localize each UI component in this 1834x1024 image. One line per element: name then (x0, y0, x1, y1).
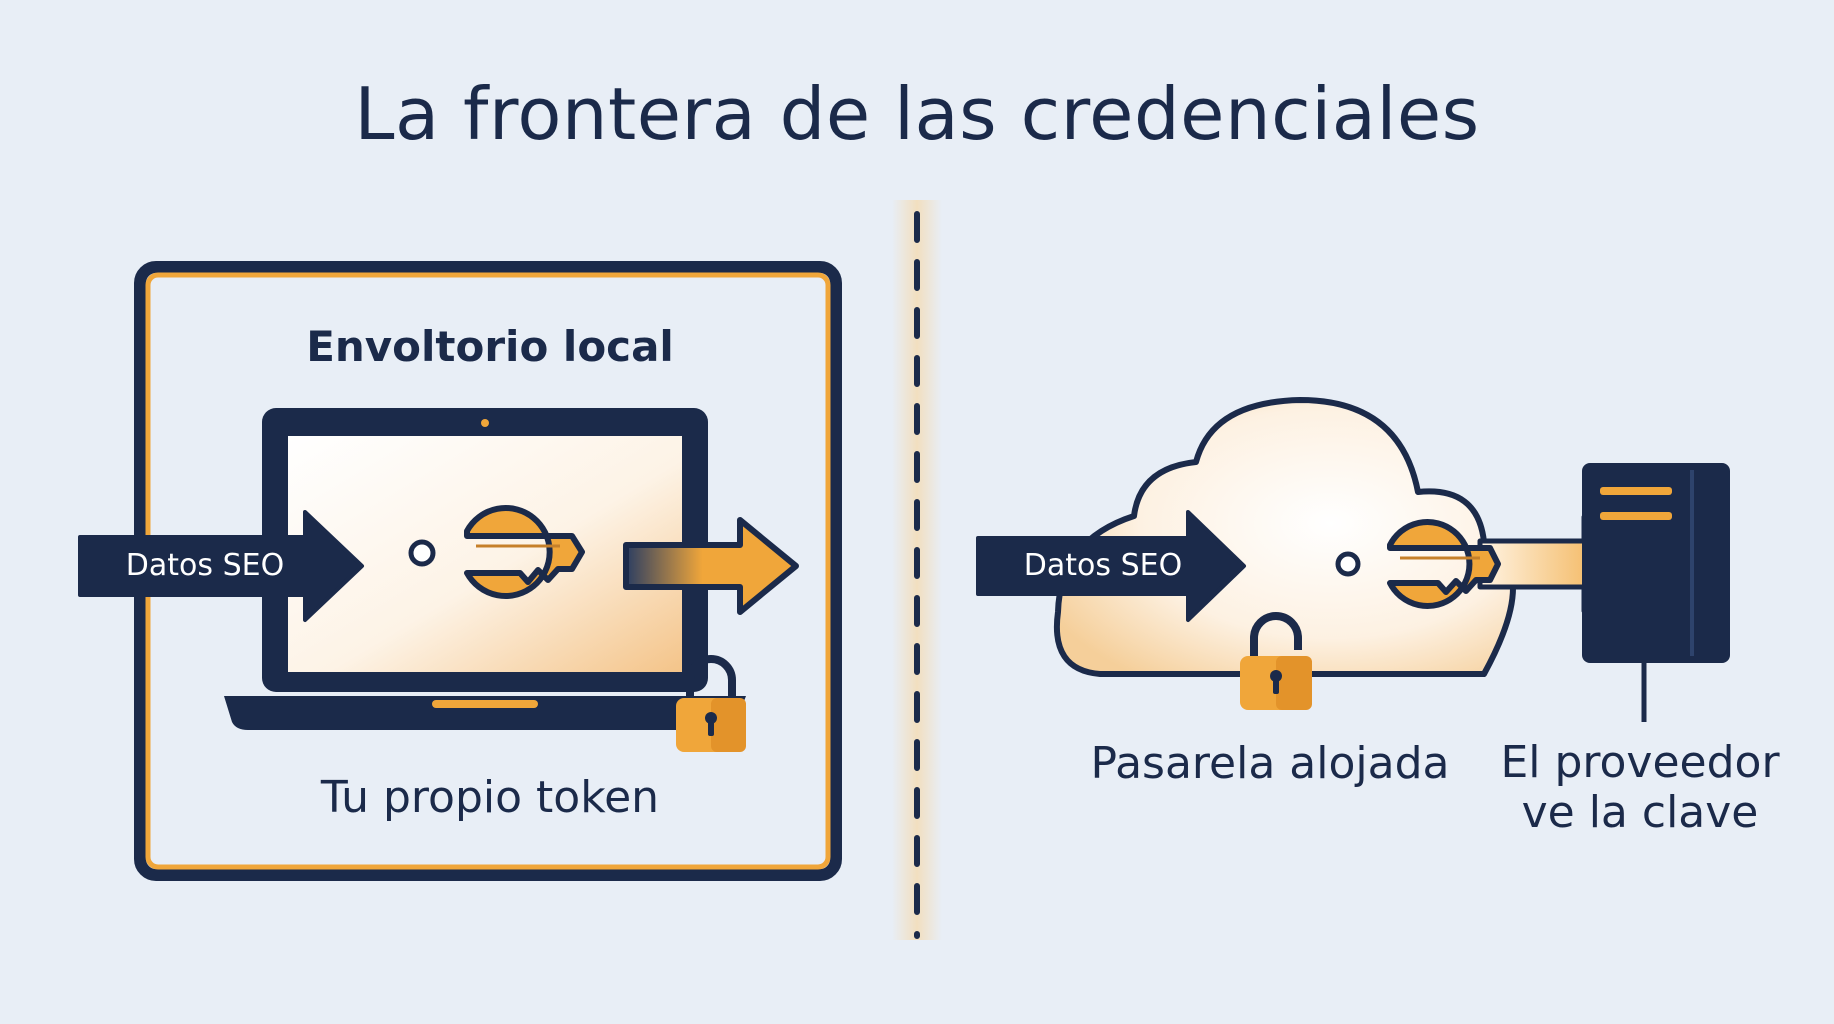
data-arrow-right-label: Datos SEO (1023, 548, 1183, 583)
data-arrow-right (976, 510, 1246, 622)
server-icon (1582, 463, 1730, 722)
lock-open-icon (1240, 612, 1312, 710)
provider-caption-line1: El proveedor (1500, 737, 1780, 788)
own-token-caption: Tu propio token (320, 772, 660, 823)
divider (892, 200, 942, 940)
output-arrow-left (623, 517, 799, 615)
laptop-icon (224, 408, 746, 730)
lock-closed-icon (676, 655, 746, 752)
key-icon (408, 505, 585, 599)
data-arrow-left-label: Datos SEO (125, 548, 285, 583)
hosted-gateway-caption: Pasarela alojada (1090, 738, 1450, 789)
key-icon-cloud (1335, 519, 1501, 609)
provider-caption: El proveedor ve la clave (1480, 738, 1800, 838)
data-arrow-left (78, 510, 364, 622)
local-wrapper-title: Envoltorio local (306, 322, 674, 371)
diagram-title: La frontera de las credenciales (354, 72, 1480, 156)
provider-caption-line2: ve la clave (1521, 787, 1759, 838)
